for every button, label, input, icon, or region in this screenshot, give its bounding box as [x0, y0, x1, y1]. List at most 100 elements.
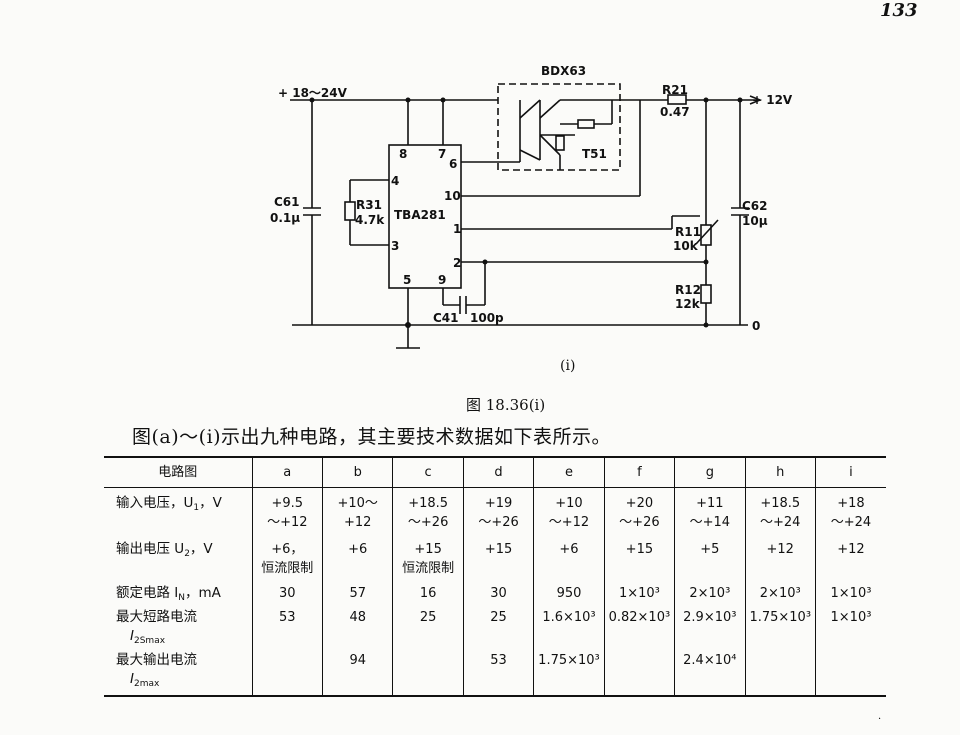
- table-row: 输入电压，U1，V+9.5 ～+12+10～ +12+18.5 ～+26+19 …: [104, 487, 886, 538]
- value-c62: 10μ: [742, 214, 768, 228]
- table-cell: 0.82×10³: [603, 608, 675, 651]
- header-col-g: g: [674, 457, 746, 488]
- table-cell: 1.6×10³: [533, 608, 605, 651]
- table-cell: +5: [674, 538, 746, 584]
- table-cell: 16: [392, 584, 464, 608]
- pin-7: 7: [438, 147, 446, 161]
- table-cell: [392, 651, 464, 696]
- table-header-row: 电路图 a b c d e f g h i: [104, 457, 886, 488]
- table-cell: +10 ～+12: [533, 487, 605, 538]
- table-cell: 2.9×10³: [674, 608, 746, 651]
- table-cell: 2×10³: [744, 584, 816, 608]
- value-r12: 12k: [675, 297, 701, 311]
- page-number: 133: [880, 0, 918, 21]
- header-col-f: f: [603, 457, 675, 488]
- table-cell: 48: [321, 608, 393, 651]
- label-r31: R31: [356, 198, 382, 212]
- label-ic-name: TBA281: [394, 208, 446, 222]
- pin-5: 5: [403, 273, 411, 287]
- table-cell: +9.5 ～+12: [251, 487, 323, 538]
- table-cell: +6: [321, 538, 393, 584]
- header-col-c: c: [392, 457, 464, 488]
- value-r11: 10k: [673, 239, 699, 253]
- table-cell: +11 ～+14: [674, 487, 746, 538]
- table-cell: +6: [533, 538, 605, 584]
- label-t51: T51: [582, 147, 607, 161]
- table-cell: +10～ +12: [321, 487, 393, 538]
- value-c41: 100p: [470, 311, 504, 325]
- row-label: 额定电路 IN，mA: [116, 585, 221, 603]
- table-cell: 1.75×10³: [533, 651, 605, 696]
- label-c62: C62: [742, 199, 768, 213]
- pin-2: 2: [453, 256, 461, 270]
- table-cell: [603, 651, 675, 696]
- table-cell: 2×10³: [674, 584, 746, 608]
- header-col-i: i: [814, 457, 886, 488]
- table-cell: 53: [462, 651, 534, 696]
- label-r12: R12: [675, 283, 701, 297]
- table-cell: 30: [462, 584, 534, 608]
- table-cell: +18.5 ～+26: [392, 487, 464, 538]
- table-cell: +12: [814, 538, 886, 584]
- pin-1: 1: [453, 222, 461, 236]
- table-cell: +15: [462, 538, 534, 584]
- label-bdx63: BDX63: [541, 64, 586, 78]
- pin-10: 10: [444, 189, 461, 203]
- table-cell: 950: [533, 584, 605, 608]
- label-r11: R11: [675, 225, 701, 239]
- pin-4: 4: [391, 174, 399, 188]
- table-cell: [251, 651, 323, 696]
- table-cell: +18.5 ～+24: [744, 487, 816, 538]
- pin-6: 6: [449, 157, 457, 171]
- table-cell: +20 ～+26: [603, 487, 675, 538]
- pin-9: 9: [438, 273, 446, 287]
- header-col-d: d: [462, 457, 534, 488]
- table-cell: +12: [744, 538, 816, 584]
- corner-mark: ·: [878, 714, 882, 725]
- table-cell: 53: [251, 608, 323, 651]
- table-cell: 25: [462, 608, 534, 651]
- table-cell: 1.75×10³: [744, 608, 816, 651]
- figure-caption: 图 18.36(i): [466, 396, 546, 414]
- table-cell: 1×10³: [814, 584, 886, 608]
- table-cell: +18 ～+24: [814, 487, 886, 538]
- table-cell: 1×10³: [814, 608, 886, 651]
- value-r31: 4.7k: [355, 213, 385, 227]
- label-input-voltage: + 18～24V: [278, 86, 348, 100]
- header-col-a: a: [251, 457, 323, 488]
- table-cell: 30: [251, 584, 323, 608]
- row-label: 输入电压，U1，V: [116, 495, 222, 513]
- table-cell: [744, 651, 816, 696]
- table-cell: 25: [392, 608, 464, 651]
- pin-8: 8: [399, 147, 407, 161]
- value-r21: 0.47: [660, 105, 690, 119]
- label-c41: C41: [433, 311, 459, 325]
- header-col-h: h: [744, 457, 816, 488]
- table-cell: +6， 恒流限制: [251, 538, 323, 584]
- row-label: 输出电压 U2，V: [116, 541, 213, 559]
- table-cell: 1×10³: [603, 584, 675, 608]
- pin-3: 3: [391, 239, 399, 253]
- intro-text: 图(a)～(i)示出九种电路，其主要技术数据如下表所示。: [132, 426, 612, 448]
- table-cell: [814, 651, 886, 696]
- label-output-voltage: + 12V: [752, 93, 793, 107]
- label-r21: R21: [662, 83, 688, 97]
- label-ground: 0: [752, 319, 760, 333]
- spec-table: 电路图 a b c d e f g h i 输入电压，U1，V +9.5 ～+12…: [104, 456, 886, 697]
- header-col-b: b: [321, 457, 393, 488]
- subfigure-label: (i): [560, 358, 576, 374]
- table-row: 输出电压 U2，V+6， 恒流限制+6+15 恒流限制+15+6+15+5+12…: [104, 538, 886, 584]
- table-cell: +15 恒流限制: [392, 538, 464, 584]
- table-cell: 57: [321, 584, 393, 608]
- table-cell: 2.4×10⁴: [674, 651, 746, 696]
- header-col-e: e: [533, 457, 605, 488]
- table-cell: 94: [321, 651, 393, 696]
- circuit-diagram: + 18～24V + 12V 0 BDX63 T51 TBA281 8 7 6 …: [270, 64, 793, 349]
- header-corner: 电路图: [104, 457, 253, 488]
- label-c61: C61: [274, 195, 300, 209]
